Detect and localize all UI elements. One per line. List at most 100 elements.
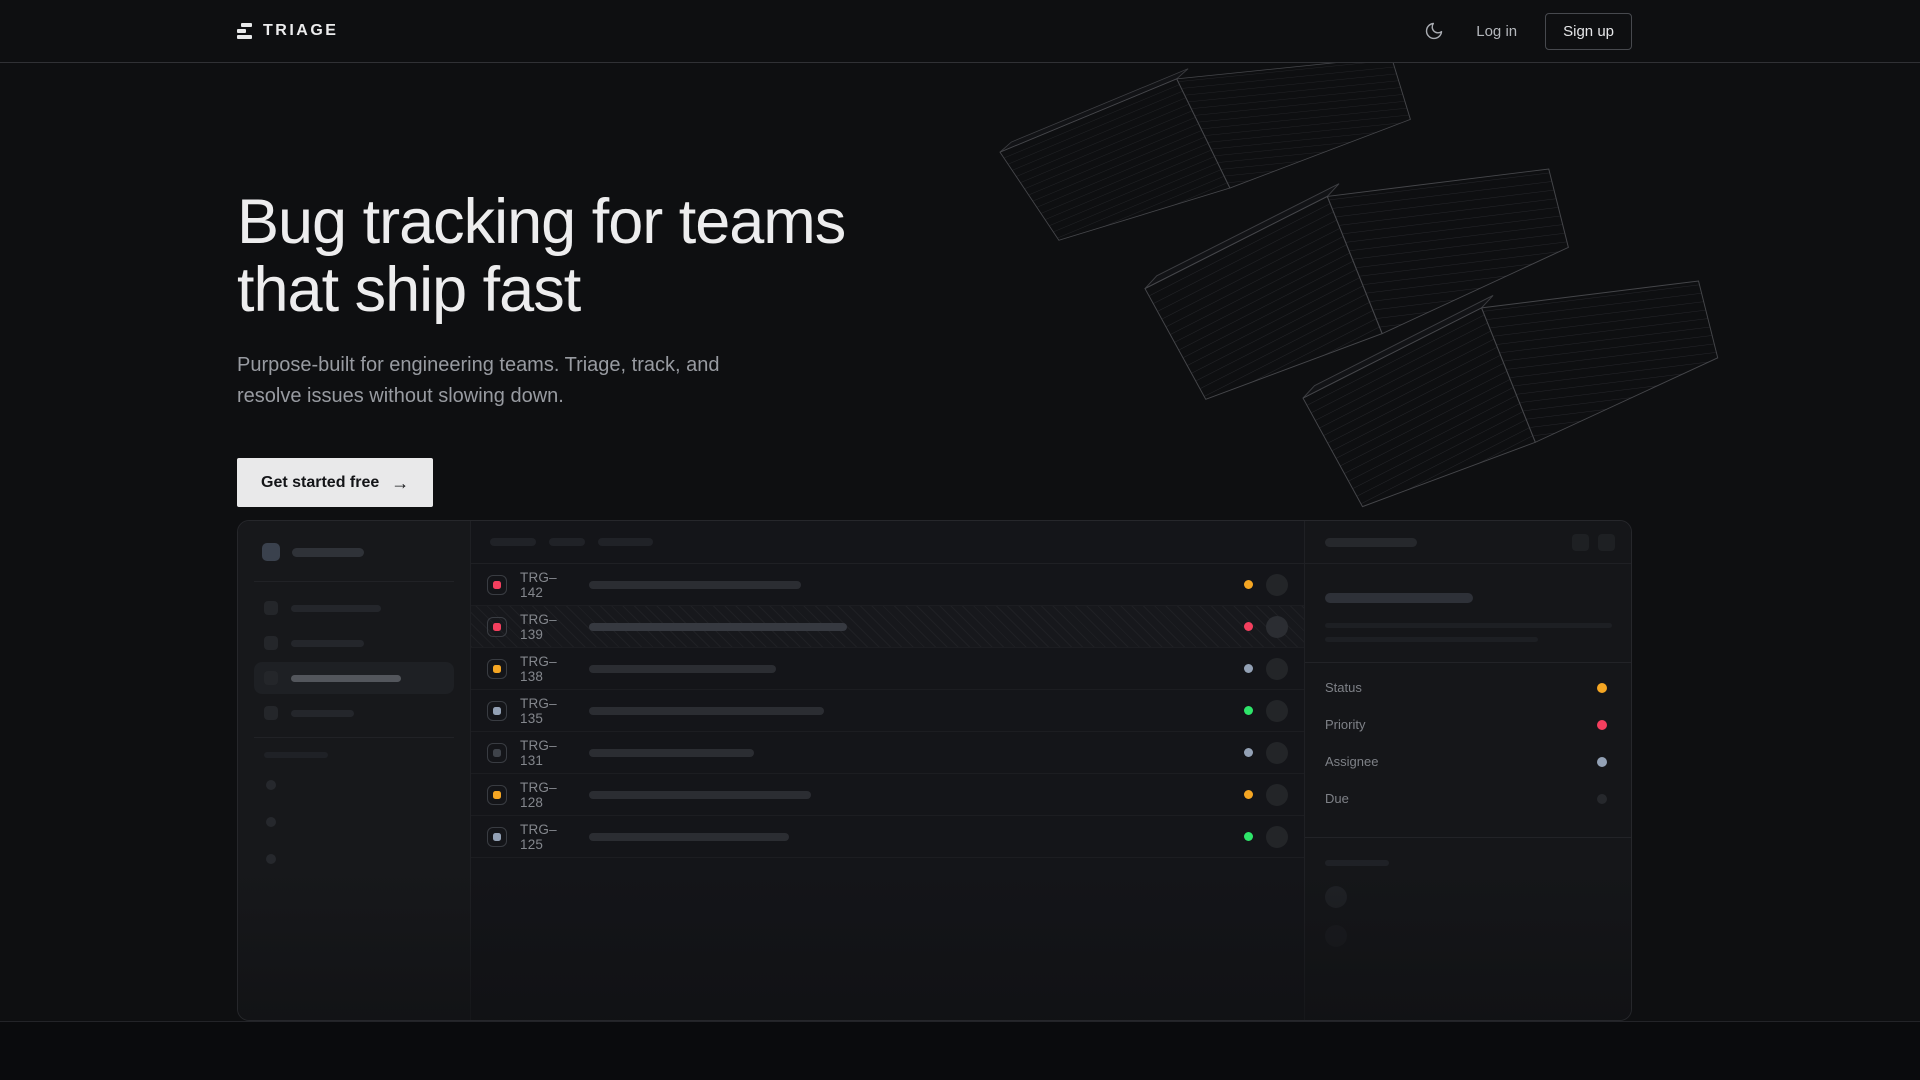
priority-checkbox-icon <box>487 784 507 805</box>
top-navbar: TRIAGE Log in Sign up <box>0 0 1920 63</box>
issue-id: TRG–135 <box>520 695 557 726</box>
issue-row: TRG–131 <box>471 732 1304 774</box>
brand-logo[interactable]: TRIAGE <box>237 22 338 40</box>
issue-row: TRG–142 <box>471 564 1304 606</box>
issue-description-placeholder <box>1325 637 1538 642</box>
detail-field: Due <box>1325 780 1611 817</box>
issue-id: TRG–139 <box>520 611 557 642</box>
hero-subtitle: Purpose-built for engineering teams. Tri… <box>237 350 845 412</box>
priority-checkbox-icon <box>487 700 507 721</box>
project-dot-placeholder <box>266 817 276 827</box>
priority-dot <box>493 790 501 799</box>
mockup-sidebar <box>238 521 471 1020</box>
assignee-avatar <box>1266 699 1288 722</box>
workspace-avatar <box>262 543 280 561</box>
priority-checkbox-icon <box>487 574 507 595</box>
get-started-button[interactable]: Get started free → <box>237 458 434 508</box>
assignee-avatar <box>1266 783 1288 806</box>
assignee-avatar <box>1266 825 1288 848</box>
nav-item-label-placeholder <box>291 709 354 717</box>
issue-title-placeholder <box>1325 593 1473 603</box>
issue-title-placeholder <box>589 622 847 631</box>
priority-dot <box>493 832 501 841</box>
issue-title-placeholder <box>589 748 754 757</box>
status-dot <box>1244 664 1253 673</box>
detail-field-label: Due <box>1325 791 1349 806</box>
project-dot-placeholder <box>266 854 276 864</box>
priority-dot <box>493 622 501 631</box>
sidebar-nav-item <box>254 627 454 659</box>
workspace-name-placeholder <box>292 547 364 557</box>
priority-dot <box>493 664 501 673</box>
sidebar-nav-items <box>254 592 454 729</box>
brand-name: TRIAGE <box>263 22 339 39</box>
sidebar-nav-item <box>254 592 454 624</box>
assignee-avatar <box>1266 657 1288 680</box>
issue-row: TRG–138 <box>471 648 1304 690</box>
priority-dot <box>493 748 501 757</box>
nav-item-icon-placeholder <box>264 601 278 615</box>
issue-title-placeholder <box>589 706 824 715</box>
issue-title-placeholder <box>589 832 789 841</box>
triage-logo-icon <box>237 23 252 39</box>
assignee-avatar <box>1266 741 1288 764</box>
nav-item-label-placeholder <box>291 604 381 612</box>
panel-action-button-placeholder <box>1598 533 1615 551</box>
issue-id: TRG–131 <box>520 737 557 768</box>
issue-description-placeholder <box>1325 623 1612 628</box>
hero-title-line2: that ship fast <box>237 255 581 326</box>
hero-title-line1: Bug tracking for teams <box>237 187 846 257</box>
list-tab-placeholder <box>490 538 536 546</box>
list-tab-placeholder <box>549 538 585 546</box>
priority-checkbox-icon <box>487 742 507 763</box>
list-tab-placeholder <box>598 538 653 546</box>
sidebar-divider <box>254 581 454 582</box>
assignee-avatar <box>1266 615 1288 638</box>
panel-divider <box>1305 662 1631 663</box>
nav-item-label-placeholder <box>291 674 401 682</box>
panel-header-placeholder <box>1325 537 1417 547</box>
status-dot <box>1244 580 1253 589</box>
detail-field-label: Assignee <box>1325 754 1379 769</box>
issue-row: TRG–139 <box>471 606 1304 648</box>
issue-id: TRG–138 <box>520 653 557 684</box>
issue-title-placeholder <box>589 790 811 799</box>
moon-icon <box>1426 22 1443 40</box>
sidebar-nav-item <box>254 697 454 729</box>
status-dot <box>1244 832 1253 841</box>
assignee-avatar <box>1266 573 1288 596</box>
status-dot <box>1244 622 1253 631</box>
detail-field-label: Status <box>1325 680 1362 695</box>
detail-field: Status <box>1325 669 1611 706</box>
detail-field: Assignee <box>1325 743 1611 780</box>
issue-row: TRG–135 <box>471 690 1304 732</box>
sidebar-nav-item <box>254 662 454 694</box>
nav-item-icon-placeholder <box>264 636 278 650</box>
project-dot-placeholder <box>266 780 276 790</box>
status-dot <box>1244 706 1253 715</box>
detail-field-value-dot <box>1597 719 1607 730</box>
nav-item-icon-placeholder <box>264 671 278 685</box>
detail-field-value-dot <box>1597 756 1607 767</box>
nav-actions: Log in Sign up <box>1420 12 1632 50</box>
priority-dot <box>493 706 501 715</box>
login-button[interactable]: Log in <box>1476 22 1518 40</box>
priority-checkbox-icon <box>487 658 507 679</box>
detail-panel-header <box>1305 521 1631 564</box>
sidebar-section-label-placeholder <box>264 752 328 758</box>
hero-subtitle-line1: Purpose-built for engineering teams. Tri… <box>237 354 720 377</box>
hero-title: Bug tracking for teams that ship fast <box>237 187 846 326</box>
dark-mode-toggle[interactable] <box>1420 17 1448 45</box>
priority-checkbox-icon <box>487 826 507 847</box>
priority-checkbox-icon <box>487 616 507 637</box>
issue-list-header <box>471 521 1304 564</box>
comment-avatar-placeholder <box>1325 886 1347 908</box>
signup-button[interactable]: Sign up <box>1545 12 1632 50</box>
detail-field-value-dot <box>1597 682 1607 693</box>
status-dot <box>1244 790 1253 799</box>
panel-divider <box>1305 837 1631 838</box>
workspace-row <box>254 535 454 573</box>
issue-title-placeholder <box>589 580 801 589</box>
detail-field: Priority <box>1325 706 1611 743</box>
